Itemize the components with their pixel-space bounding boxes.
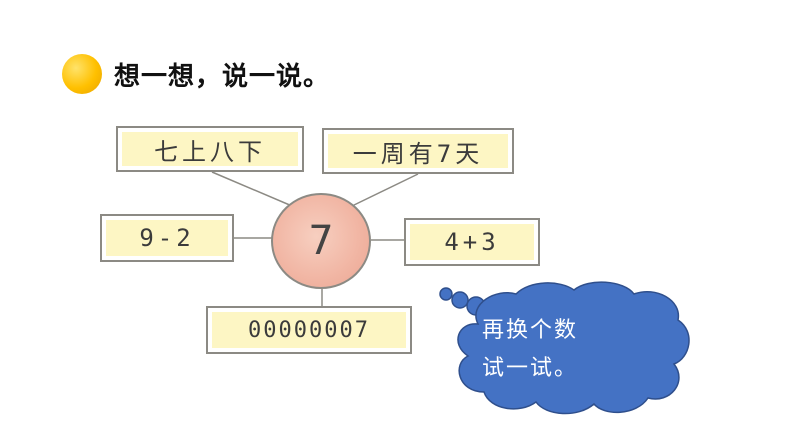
box-bottom-text: 00000007 xyxy=(212,312,406,348)
box-top-right-text: 一周有7天 xyxy=(328,134,508,168)
box-middle-left: 9-2 xyxy=(100,214,234,262)
box-middle-right-text: 4+3 xyxy=(410,224,534,260)
box-bottom: 00000007 xyxy=(206,306,412,354)
box-top-left: 七上八下 xyxy=(116,126,304,172)
bubble-text: 再换个数 试一试。 xyxy=(482,312,652,388)
heading-text: 想一想，说一说。 xyxy=(114,61,331,92)
bubble-line-2: 试一试。 xyxy=(482,356,579,381)
bullet-circle-icon xyxy=(62,54,102,94)
box-middle-right: 4+3 xyxy=(404,218,540,266)
box-top-right: 一周有7天 xyxy=(322,128,514,174)
box-top-left-text: 七上八下 xyxy=(122,132,298,166)
center-circle: 7 xyxy=(271,193,371,289)
connector-top-right xyxy=(351,173,419,207)
center-number: 7 xyxy=(308,218,334,264)
connector-top-left xyxy=(211,171,293,207)
heading: 想一想，说一说。 xyxy=(62,52,330,96)
thought-bubble-icon xyxy=(439,281,690,415)
bubble-line-1: 再换个数 xyxy=(482,318,579,343)
box-middle-left-text: 9-2 xyxy=(106,220,228,256)
